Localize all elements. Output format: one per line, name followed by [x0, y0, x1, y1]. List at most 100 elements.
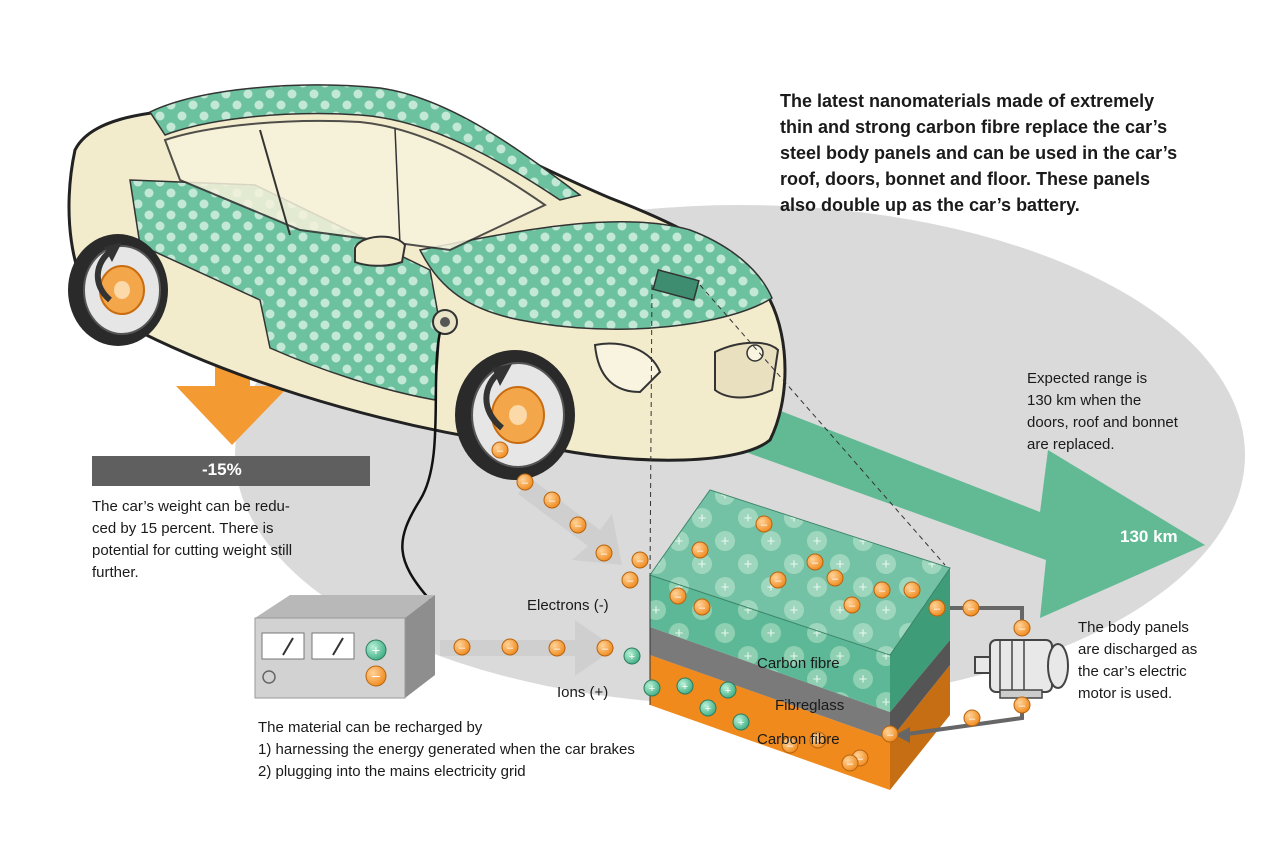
- electron-particle: [841, 754, 859, 772]
- electron-particle: [501, 638, 519, 656]
- weight-badge: -15%: [92, 456, 370, 486]
- recharge-description: The material can be recharged by 1) harn…: [258, 717, 635, 783]
- weight-description: The car’s weight can be redu- ced by 15 …: [92, 496, 292, 584]
- electric-motor-icon: [895, 606, 1069, 743]
- electron-particle: [903, 581, 921, 599]
- electron-particle: [873, 581, 891, 599]
- charger-icon: + –: [254, 595, 435, 699]
- range-description: Expected range is 130 km when the doors,…: [1027, 368, 1178, 456]
- electron-particle: [691, 541, 709, 559]
- electron-particle: [491, 441, 509, 459]
- electron-sign: –: [909, 585, 916, 597]
- range-line: are replaced.: [1027, 436, 1115, 453]
- electron-sign: –: [627, 575, 634, 587]
- electron-particle: [755, 515, 773, 533]
- ion-particle: [643, 679, 661, 697]
- fibreglass-label: Fibreglass: [775, 697, 845, 714]
- ion-sign: +: [682, 681, 688, 693]
- ion-particle: [623, 647, 641, 665]
- ion-sign: +: [629, 651, 635, 663]
- electron-particle: [826, 569, 844, 587]
- electron-sign: –: [1019, 700, 1026, 712]
- ion-particle: [719, 681, 737, 699]
- carbon-fibre-top-label: Carbon fibre: [757, 655, 840, 672]
- electron-sign: –: [761, 519, 768, 531]
- electron-particle: [963, 709, 981, 727]
- electron-particle: [621, 571, 639, 589]
- electron-sign: –: [857, 753, 864, 765]
- charge-arrow: [440, 620, 615, 676]
- electron-particle: [1013, 619, 1031, 637]
- electron-sign: –: [507, 642, 514, 654]
- electron-particle: [881, 725, 899, 743]
- electron-particle: [543, 491, 561, 509]
- electron-particle: [596, 639, 614, 657]
- range-line: 130 km when the: [1027, 392, 1142, 409]
- electron-sign: –: [812, 557, 819, 569]
- electron-sign: –: [459, 642, 466, 654]
- ion-sign: +: [649, 683, 655, 695]
- svg-text:+: +: [372, 642, 380, 658]
- weight-line: ced by 15 percent. There is: [92, 520, 274, 537]
- discharge-line: are discharged as: [1078, 641, 1198, 658]
- electron-particle: [669, 587, 687, 605]
- headline-line: thin and strong carbon fibre replace the…: [780, 117, 1168, 137]
- electron-particle: [843, 596, 861, 614]
- electron-sign: –: [934, 603, 941, 615]
- electron-sign: –: [637, 555, 644, 567]
- headline-line: The latest nanomaterials made of extreme…: [780, 91, 1155, 111]
- ion-particle: [699, 699, 717, 717]
- electron-sign: –: [968, 603, 975, 615]
- weight-line: The car’s weight can be redu-: [92, 498, 290, 515]
- range-line: doors, roof and bonnet: [1027, 414, 1178, 431]
- electron-particle: [928, 599, 946, 617]
- range-arrow-icon: [740, 395, 1205, 618]
- electron-sign: –: [575, 520, 582, 532]
- discharge-description: The body panels are discharged as the ca…: [1078, 617, 1197, 705]
- weight-line: further.: [92, 564, 139, 581]
- electron-sign: –: [1019, 623, 1026, 635]
- electron-sign: –: [675, 591, 682, 603]
- ion-sign: +: [725, 685, 731, 697]
- electrons-label: Electrons (-): [527, 597, 609, 614]
- electron-particle: [453, 638, 471, 656]
- carbon-fibre-bottom-label: Carbon fibre: [757, 731, 840, 748]
- electron-sign: –: [775, 575, 782, 587]
- electron-sign: –: [497, 445, 504, 457]
- rear-wheel: [68, 234, 168, 346]
- electron-particle: [962, 599, 980, 617]
- electron-particle: [516, 473, 534, 491]
- electron-sign: –: [697, 545, 704, 557]
- electron-sign: –: [847, 758, 854, 770]
- headline-text: The latest nanomaterials made of extreme…: [780, 88, 1250, 218]
- discharge-line: the car’s electric: [1078, 663, 1187, 680]
- electron-particle: [806, 553, 824, 571]
- charging-cable: [401, 331, 442, 601]
- front-wheel: [455, 350, 575, 480]
- ion-particles: ++++++: [623, 647, 750, 731]
- weight-badge-value: -15%: [202, 460, 242, 479]
- electron-sign: –: [832, 573, 839, 585]
- ions-label: Ions (+): [557, 684, 609, 701]
- electron-particle: [569, 516, 587, 534]
- car-illustration: [67, 84, 787, 462]
- electron-sign: –: [549, 495, 556, 507]
- electron-particle: [769, 571, 787, 589]
- electron-particle: [548, 639, 566, 657]
- electron-particle: [1013, 696, 1031, 714]
- ion-particle: [676, 677, 694, 695]
- electron-particle: [781, 736, 799, 754]
- electron-particle: [595, 544, 613, 562]
- electron-sign: –: [969, 713, 976, 725]
- recharge-line: The material can be recharged by: [258, 719, 483, 736]
- discharge-line: The body panels: [1078, 619, 1189, 636]
- electron-particle: [631, 551, 649, 569]
- ion-sign: +: [705, 703, 711, 715]
- range-badge: 130 km: [1120, 527, 1178, 546]
- electron-particle: [693, 598, 711, 616]
- electron-sign: –: [787, 740, 794, 752]
- electron-sign: –: [699, 602, 706, 614]
- recharge-line: 2) plugging into the mains electricity g…: [258, 763, 526, 780]
